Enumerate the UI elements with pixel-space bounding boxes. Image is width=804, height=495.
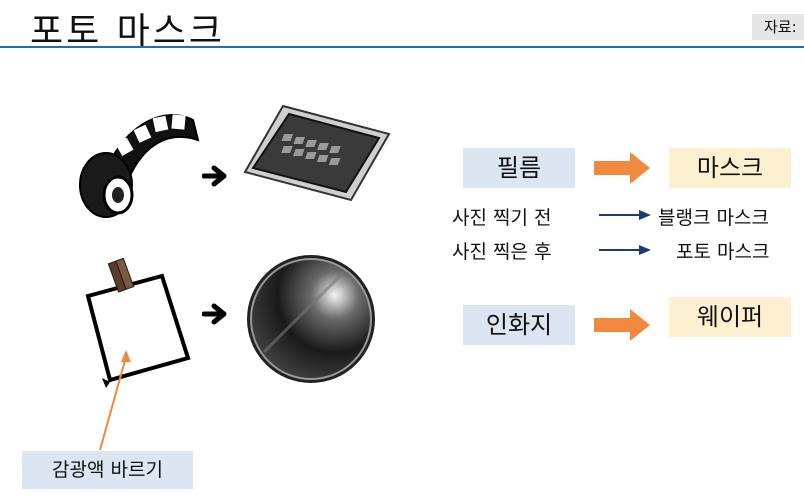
sub-label-after: 사진 찍은 후 [452,241,552,263]
arrow-right-icon [202,303,227,325]
arrow-right-icon [594,152,650,184]
arrow-right-icon [599,210,651,220]
sub-label-before: 사진 찍기 전 [452,207,552,229]
label-film: 필름 [463,148,575,188]
photomask-plate-icon [243,104,391,202]
title-divider [0,46,804,48]
arrow-right-icon [202,165,227,187]
arrow-right-icon [594,309,650,341]
sub-label-blank-mask: 블랭크 마스크 [658,207,769,229]
page-title: 포토 마스크 [30,11,226,52]
photo-paper-icon [85,258,191,388]
label-photo-paper: 인화지 [463,305,575,345]
film-roll-icon [79,114,200,218]
wafer-icon [247,255,375,383]
arrow-right-icon [599,245,651,255]
label-wafer: 웨이퍼 [669,297,791,337]
source-tag: 자료: [752,14,804,40]
label-mask: 마스크 [669,148,791,188]
sub-label-photo-mask: 포토 마스크 [676,241,770,263]
note-label: 감광액 바르기 [22,451,193,489]
